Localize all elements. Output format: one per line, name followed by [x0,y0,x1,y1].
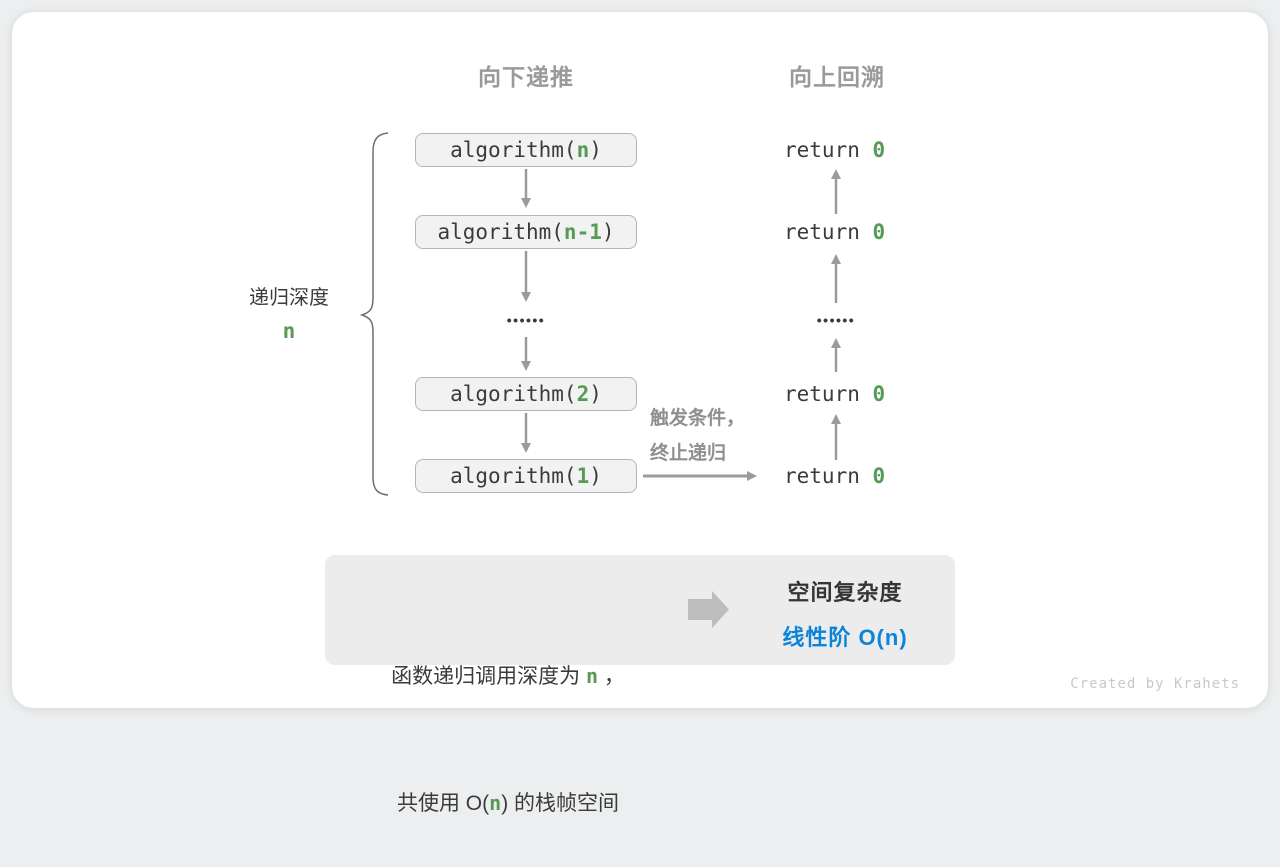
trigger-line-1: 触发条件， [650,408,746,429]
call-box-algorithm-n-1: algorithm(n-1) [415,215,637,249]
depth-label-value: n [282,319,296,343]
summary-conclusion: 空间复杂度 线性阶 O(n) [745,575,945,652]
summary-line-1: 函数递归调用深度为 n ， [391,664,625,688]
depth-label-text: 递归深度 [249,287,329,309]
return-row-3: return 0 [784,381,885,407]
call-label: algorithm(n) [450,138,602,162]
big-right-arrow-icon [688,591,729,628]
ellipsis-left: •••••• [506,312,546,328]
call-label: algorithm(n-1) [437,220,615,244]
return-label: return 0 [784,382,886,406]
return-label: return 0 [784,220,886,244]
ellipsis-right: •••••• [816,312,856,328]
trigger-annotation: 触发条件， 终止递归 [650,401,745,471]
header-backtrack-up: 向上回溯 [789,64,885,90]
summary-panel [325,555,955,665]
credit-text: Created by Krahets [1070,676,1240,692]
call-box-algorithm-2: algorithm(2) [415,377,637,411]
summary-description: 函数递归调用深度为 n ， 共使用 O(n) 的栈帧空间 [343,571,673,867]
return-label: return 0 [784,138,886,162]
call-label: algorithm(1) [450,464,602,488]
trigger-line-2: 终止递归 [650,443,727,464]
return-row-2: return 0 [784,219,885,245]
space-complexity-title: 空间复杂度 [787,580,903,605]
call-label: algorithm(2) [450,382,602,406]
call-box-algorithm-1: algorithm(1) [415,459,637,493]
space-complexity-value: 线性阶 O(n) [782,625,908,650]
return-label: return 0 [784,464,886,488]
return-row-4: return 0 [784,463,885,489]
return-row-1: return 0 [784,137,885,163]
summary-line-2: 共使用 O(n) 的栈帧空间 [396,791,620,815]
header-recurse-down: 向下递推 [478,64,574,90]
call-box-algorithm-n: algorithm(n) [415,133,637,167]
depth-label: 递归深度 n [227,281,351,343]
